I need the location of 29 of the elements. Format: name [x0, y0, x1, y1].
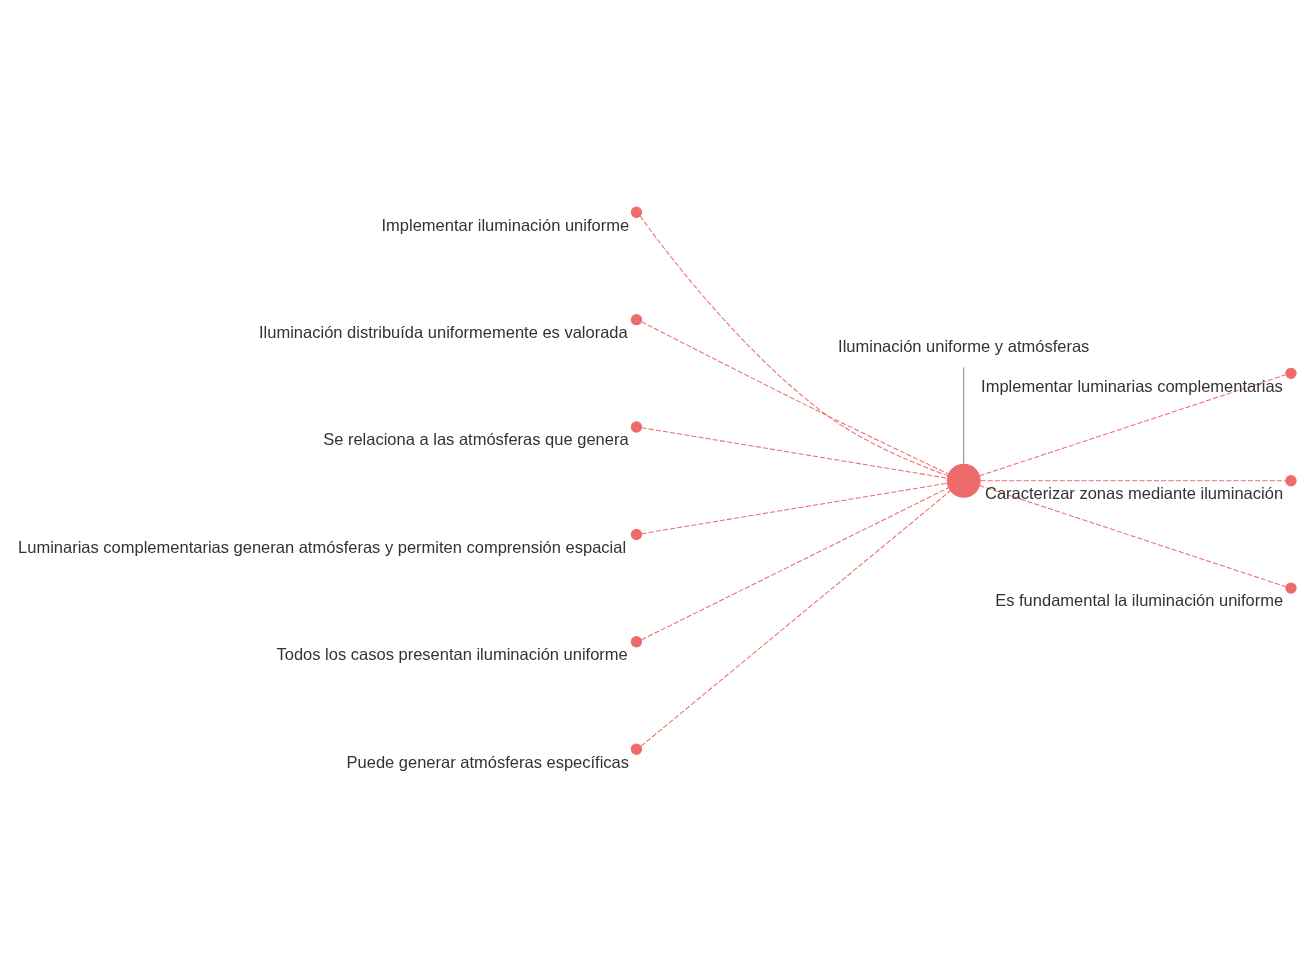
connector	[979, 373, 1287, 476]
node-label: Implementar luminarias complementarias	[981, 376, 1283, 395]
node-circle	[630, 635, 643, 647]
node-label: Todos los casos presentan iluminación uniforme	[276, 644, 628, 663]
node-circle	[1285, 581, 1297, 594]
node-label: Iluminación distribuída uniformemente es valorada	[259, 322, 628, 341]
connector	[640, 489, 951, 747]
node-circle	[630, 742, 643, 755]
connector	[641, 426, 948, 479]
connector	[979, 484, 1287, 587]
node-circle	[1285, 474, 1297, 486]
node-circle	[630, 420, 643, 433]
node-text: Iluminación uniforme y atmósferas	[838, 336, 1090, 355]
node-label: Puede generar atmósferas específicas	[346, 752, 630, 770]
node-label: Es fundamental la iluminación uniforme	[995, 590, 1284, 609]
node-label: Caracterizar zonas mediante iluminación	[985, 483, 1284, 502]
node-circle	[946, 463, 981, 498]
node-circle	[630, 206, 643, 218]
node-circle	[1285, 367, 1297, 379]
connector	[639, 215, 949, 476]
node-label: Se relaciona a las atmósferas que genera	[323, 429, 629, 448]
node-circle	[630, 528, 643, 540]
node-label: Implementar iluminación uniforme	[381, 215, 630, 234]
connector	[641, 486, 950, 640]
node-circle	[630, 313, 643, 325]
node-label: Luminarias complementarias generan atmósferas y permiten comprensión espacial	[18, 537, 627, 556]
connector	[640, 320, 949, 474]
connector	[641, 482, 948, 534]
connector	[963, 366, 965, 464]
